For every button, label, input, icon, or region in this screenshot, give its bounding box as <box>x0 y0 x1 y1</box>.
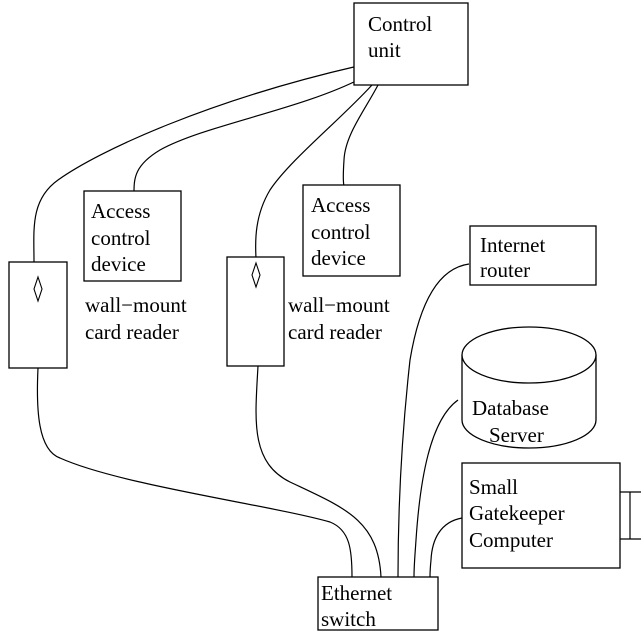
ethernet-switch-line1: Ethernet <box>321 581 392 605</box>
internet-router-box: Internet router <box>469 225 597 286</box>
access-control-left-line3: device <box>91 252 146 276</box>
access-control-device-left-box: Access control device <box>83 190 182 282</box>
wire-control-to-left-card-reader <box>33 65 359 263</box>
access-control-right-line3: device <box>311 246 366 270</box>
wire-control-to-right-access-device <box>342 84 379 187</box>
card-reader-left-line1: wall−mount <box>85 293 187 317</box>
database-server-line1: Database <box>472 396 549 420</box>
access-control-left-line1: Access <box>91 199 150 223</box>
card-slot-icon <box>251 261 261 289</box>
card-reader-left-line2: card reader <box>85 320 179 344</box>
wire-control-to-right-card-reader <box>255 84 373 259</box>
gatekeeper-computer-box: Small Gatekeeper Computer <box>461 462 621 569</box>
database-server-cylinder: Database Server <box>461 326 597 449</box>
control-unit-label-line1: Control <box>368 12 432 36</box>
wire-left-card-reader-to-switch <box>36 367 353 578</box>
internet-router-line2: router <box>480 258 530 282</box>
wire-control-to-left-access-device <box>133 77 363 193</box>
ethernet-switch-line2: switch <box>321 607 376 631</box>
gatekeeper-computer-line1: Small <box>469 475 518 499</box>
card-reader-right-line1: wall−mount <box>288 293 390 317</box>
ethernet-switch-box: Ethernet switch <box>317 576 439 631</box>
wire-gatekeeper-to-switch <box>429 517 463 578</box>
access-control-device-right-box: Access control device <box>302 184 401 277</box>
access-control-right-line1: Access <box>311 193 370 217</box>
database-server-line2: Server <box>489 423 544 447</box>
card-reader-right-line2: card reader <box>288 320 382 344</box>
access-control-right-line2: control <box>311 220 371 244</box>
control-unit-box: Control unit <box>353 2 469 86</box>
gatekeeper-computer-line2: Gatekeeper <box>469 501 565 525</box>
wire-database-to-switch <box>413 399 459 578</box>
control-unit-label-line2: unit <box>368 38 401 62</box>
card-slot-icon <box>33 275 43 303</box>
internet-router-line1: Internet <box>480 233 545 257</box>
wire-router-to-switch <box>397 263 470 578</box>
connection-wires <box>33 65 641 578</box>
card-reader-left: wall−mount card reader <box>8 261 187 369</box>
gatekeeper-computer-line3: Computer <box>469 528 553 552</box>
access-control-left-line2: control <box>91 226 151 250</box>
wire-right-card-reader-to-switch <box>255 365 382 578</box>
card-reader-right: wall−mount card reader <box>226 256 390 367</box>
